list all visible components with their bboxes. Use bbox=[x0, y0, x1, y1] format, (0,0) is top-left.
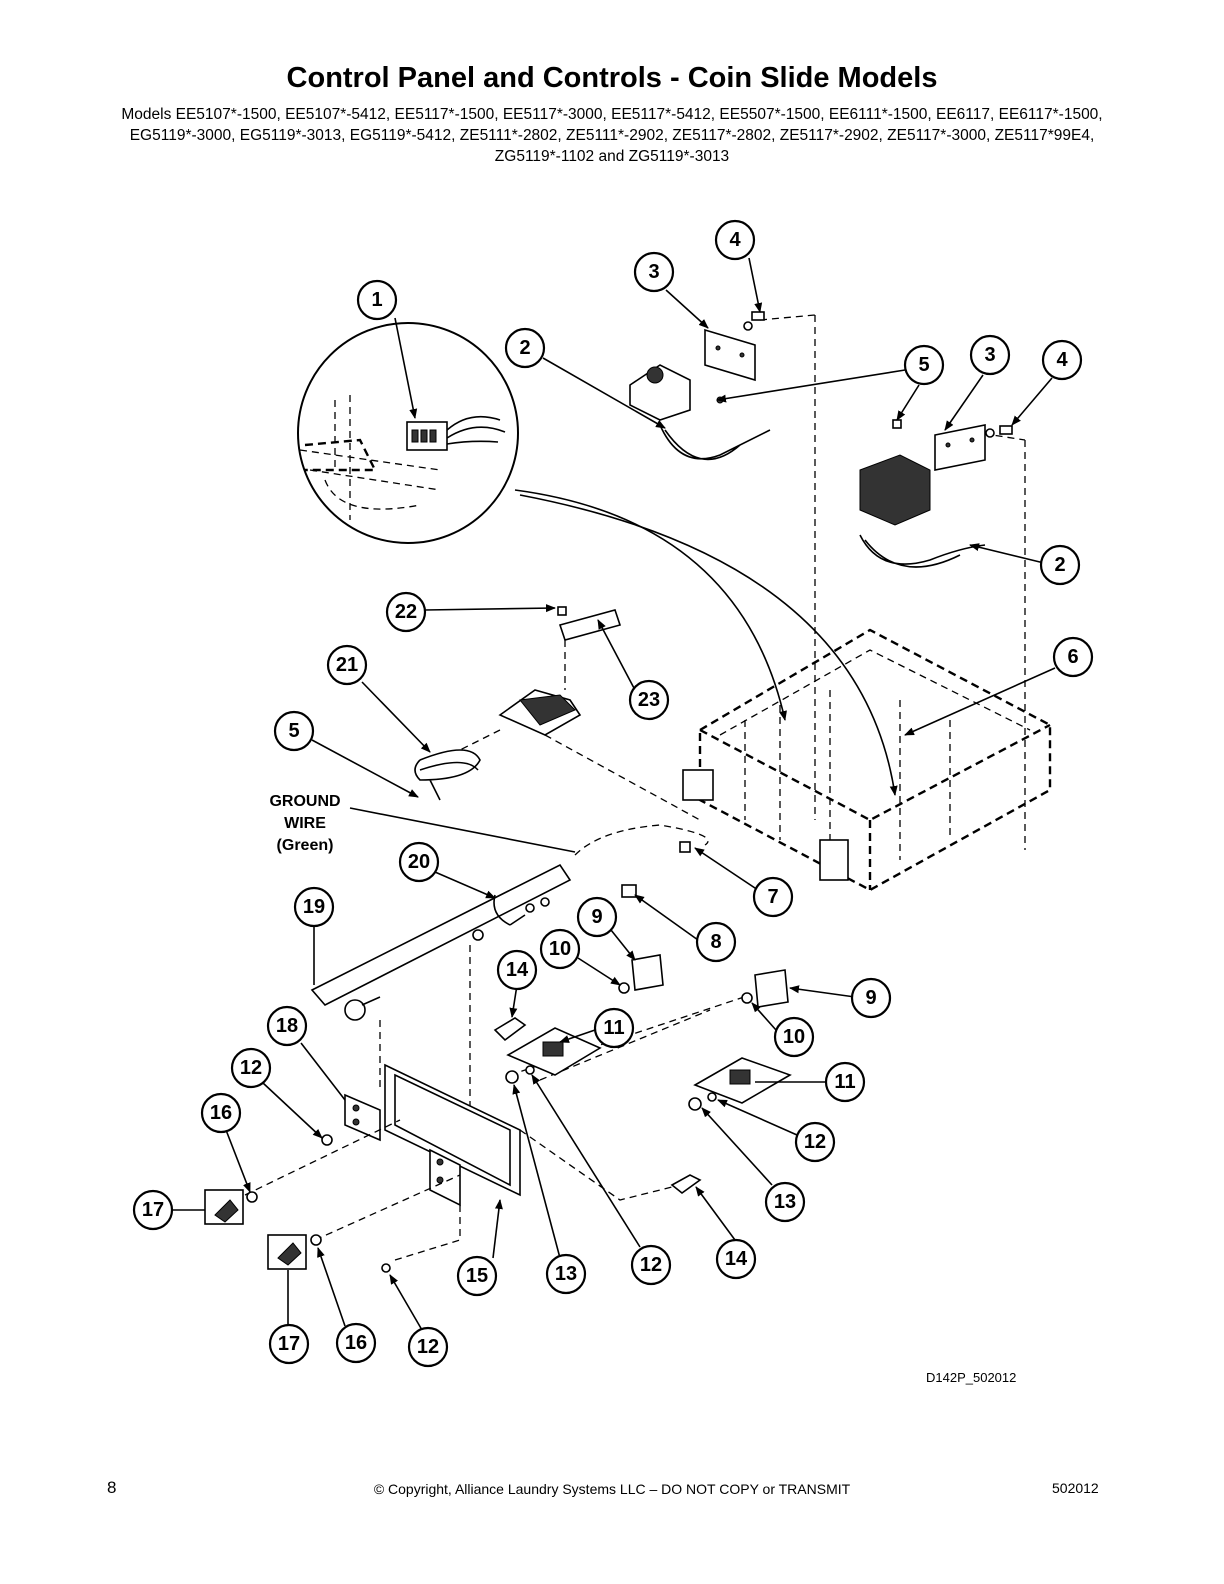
callout-22: 22 bbox=[385, 591, 427, 633]
svg-text:3: 3 bbox=[984, 344, 995, 366]
svg-text:18: 18 bbox=[276, 1015, 298, 1037]
callout-14: 14 bbox=[715, 1238, 757, 1280]
callout-13: 13 bbox=[545, 1253, 587, 1295]
callout-9: 9 bbox=[850, 977, 892, 1019]
callout-10: 10 bbox=[773, 1016, 815, 1058]
svg-text:10: 10 bbox=[549, 938, 571, 960]
svg-text:13: 13 bbox=[774, 1191, 796, 1213]
timer-right bbox=[859, 419, 1013, 568]
svg-text:14: 14 bbox=[506, 959, 529, 981]
svg-text:12: 12 bbox=[417, 1336, 439, 1358]
ground-wire-label-line2: WIRE bbox=[284, 815, 326, 832]
callout-13: 13 bbox=[764, 1181, 806, 1223]
callout-17: 17 bbox=[268, 1323, 310, 1365]
callout-16: 16 bbox=[335, 1322, 377, 1364]
svg-text:1: 1 bbox=[371, 289, 382, 311]
svg-text:20: 20 bbox=[408, 851, 430, 873]
svg-text:21: 21 bbox=[336, 654, 358, 676]
svg-text:12: 12 bbox=[804, 1131, 826, 1153]
svg-text:16: 16 bbox=[210, 1102, 232, 1124]
callout-5: 5 bbox=[903, 344, 945, 386]
copyright-notice: © Copyright, Alliance Laundry Systems LL… bbox=[373, 1481, 851, 1497]
callout-12: 12 bbox=[794, 1121, 836, 1163]
callout-21: 21 bbox=[326, 644, 368, 686]
control-housing bbox=[682, 314, 1052, 892]
callout-2: 2 bbox=[504, 327, 546, 369]
svg-text:22: 22 bbox=[395, 601, 417, 623]
callout-9: 9 bbox=[576, 896, 618, 938]
callout-3: 3 bbox=[969, 334, 1011, 376]
svg-text:3: 3 bbox=[648, 261, 659, 283]
svg-text:17: 17 bbox=[142, 1199, 164, 1221]
svg-text:14: 14 bbox=[725, 1248, 748, 1270]
svg-text:13: 13 bbox=[555, 1263, 577, 1285]
control-console bbox=[310, 863, 572, 1120]
svg-text:2: 2 bbox=[1054, 554, 1065, 576]
svg-text:19: 19 bbox=[303, 896, 325, 918]
callout-4: 4 bbox=[1041, 339, 1083, 381]
svg-text:11: 11 bbox=[603, 1017, 624, 1039]
callout-2: 2 bbox=[1039, 544, 1081, 586]
callout-15: 15 bbox=[456, 1255, 498, 1297]
svg-text:10: 10 bbox=[783, 1026, 805, 1048]
callout-11: 11 bbox=[824, 1061, 866, 1103]
callout-19: 19 bbox=[293, 886, 335, 928]
svg-text:2: 2 bbox=[519, 337, 530, 359]
svg-text:5: 5 bbox=[918, 354, 929, 376]
svg-text:11: 11 bbox=[834, 1071, 855, 1093]
svg-text:17: 17 bbox=[278, 1333, 300, 1355]
callout-8: 8 bbox=[695, 921, 737, 963]
svg-text:6: 6 bbox=[1067, 646, 1078, 668]
svg-text:7: 7 bbox=[767, 886, 778, 908]
knob-lower bbox=[267, 1234, 307, 1270]
callout-11: 11 bbox=[593, 1007, 635, 1049]
callout-20: 20 bbox=[398, 841, 440, 883]
page-number: 8 bbox=[107, 1478, 117, 1497]
callout-17: 17 bbox=[132, 1189, 174, 1231]
knob-upper bbox=[204, 1189, 244, 1225]
svg-text:12: 12 bbox=[640, 1254, 662, 1276]
ground-wire-label-line3: (Green) bbox=[277, 837, 334, 854]
svg-text:8: 8 bbox=[710, 931, 721, 953]
drawing-code: D142P_502012 bbox=[926, 1370, 1017, 1385]
svg-text:4: 4 bbox=[729, 229, 741, 251]
callout-3: 3 bbox=[633, 251, 675, 293]
callout-18: 18 bbox=[266, 1005, 308, 1047]
callout-16: 16 bbox=[200, 1092, 242, 1134]
page-title: Control Panel and Controls - Coin Slide … bbox=[286, 62, 938, 94]
svg-text:4: 4 bbox=[1056, 349, 1068, 371]
svg-text:9: 9 bbox=[591, 906, 602, 928]
svg-text:12: 12 bbox=[240, 1057, 262, 1079]
detail-view-circle bbox=[297, 322, 519, 544]
callout-4: 4 bbox=[714, 219, 756, 261]
svg-text:9: 9 bbox=[865, 987, 876, 1009]
document-code: 502012 bbox=[1052, 1480, 1099, 1496]
model-list: Models EE5107*-1500, EE5107*-5412, EE511… bbox=[121, 106, 1103, 165]
callout-12: 12 bbox=[230, 1047, 272, 1089]
callout-5: 5 bbox=[273, 710, 315, 752]
callout-12: 12 bbox=[630, 1244, 672, 1286]
svg-text:16: 16 bbox=[345, 1332, 367, 1354]
callout-14: 14 bbox=[496, 949, 538, 991]
svg-text:15: 15 bbox=[466, 1265, 488, 1287]
callout-12: 12 bbox=[407, 1326, 449, 1368]
ground-wire-label-line1: GROUND bbox=[269, 793, 340, 810]
leader-lines bbox=[170, 257, 1056, 1331]
callout-10: 10 bbox=[539, 928, 581, 970]
front-panel bbox=[244, 994, 751, 1261]
timer-left bbox=[629, 311, 771, 461]
svg-text:23: 23 bbox=[638, 689, 660, 711]
callout-23: 23 bbox=[628, 679, 670, 721]
callout-6: 6 bbox=[1052, 636, 1094, 678]
callout-1: 1 bbox=[356, 279, 398, 321]
callout-7: 7 bbox=[752, 876, 794, 918]
coin-slide bbox=[414, 606, 701, 821]
svg-text:5: 5 bbox=[288, 720, 299, 742]
